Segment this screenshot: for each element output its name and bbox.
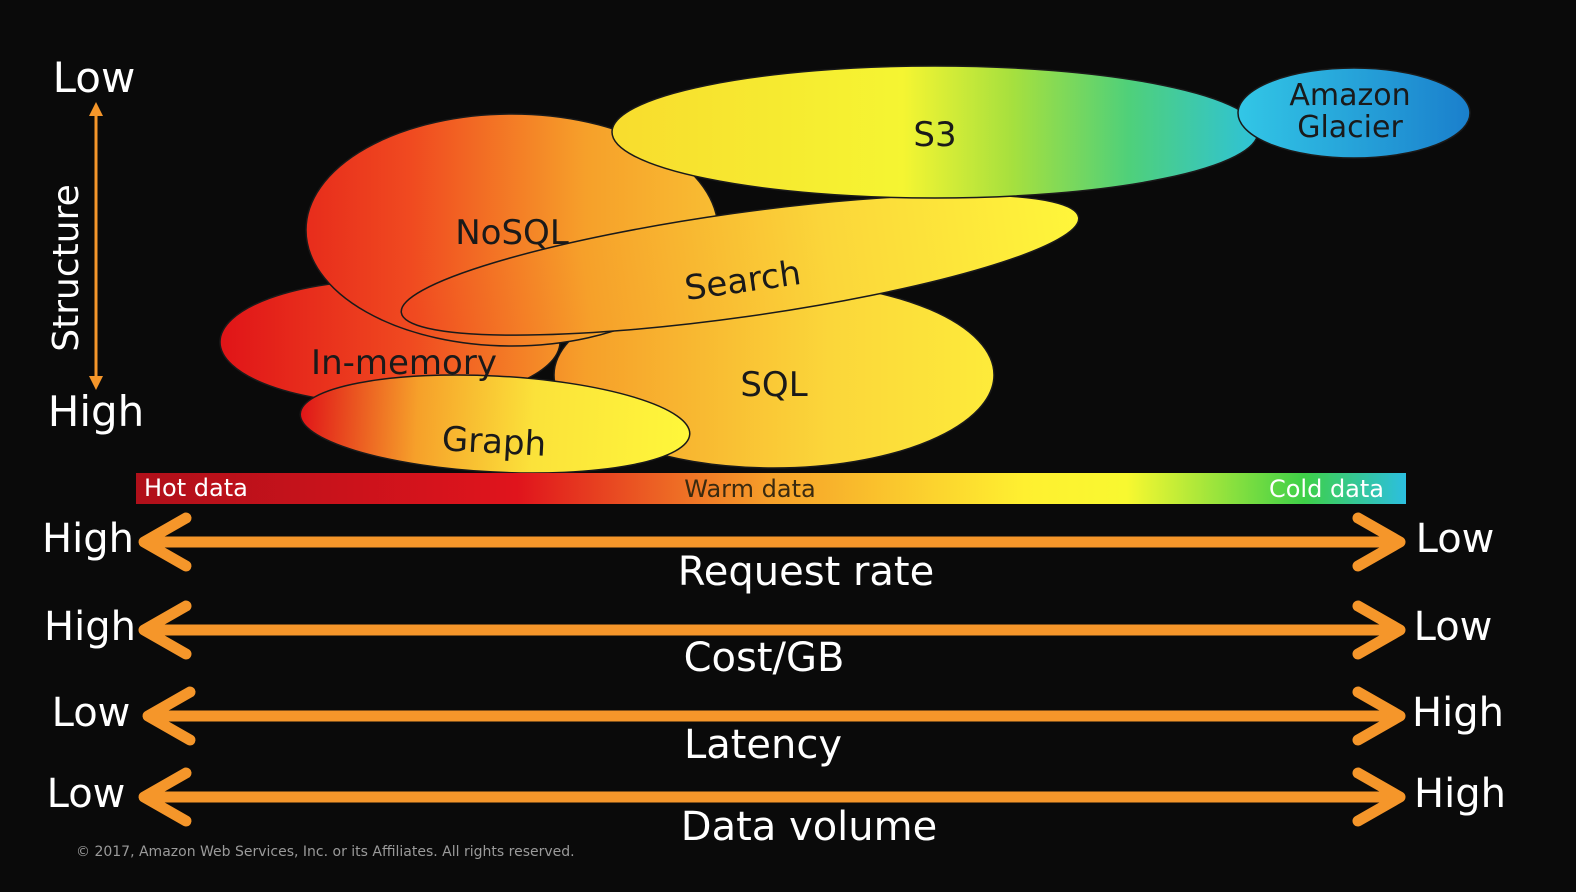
request-rate-arrowhead-left [138,512,192,572]
data-volume-arrowhead-left [138,767,192,827]
search-bubble [400,194,1080,336]
data-volume-arrowhead-right [1352,767,1406,827]
scale-data-volume: Low High Data volume [47,767,1506,850]
data-volume-right-label: High [1414,771,1506,817]
latency-right-label: High [1412,690,1504,736]
request-rate-arrowhead-right [1352,512,1406,572]
cost-arrowhead-right [1352,600,1406,660]
cost-right-label: Low [1414,604,1493,650]
cost-arrowhead-left [138,600,192,660]
glacier-bubble [1237,67,1471,159]
data-volume-left-label: Low [47,771,126,817]
structure-high-label: High [48,387,145,436]
latency-title: Latency [684,722,842,768]
data-volume-title: Data volume [681,804,937,850]
latency-left-label: Low [52,690,131,736]
copyright-notice: © 2017, Amazon Web Services, Inc. or its… [76,844,575,860]
request-rate-left-label: High [42,516,134,562]
graph-bubble [299,374,691,474]
cost-left-label: High [44,604,136,650]
temperature-bar: Hot data Warm data Cold data [136,473,1406,504]
sql-label: SQL [740,365,807,405]
storage-bubbles: NoSQL S3 Amazon Glacier Search In-memory… [219,65,1471,474]
scale-request-rate: High Low Request rate [42,512,1495,595]
structure-low-label: Low [53,53,136,102]
structure-axis-title: Structure [46,184,87,351]
structure-arrowhead-up [89,102,103,116]
latency-arrowhead-right [1352,686,1406,746]
warm-data-label: Warm data [684,475,815,503]
temperature-gradient [136,473,1406,504]
cold-data-label: Cold data [1269,475,1384,503]
scale-latency: Low High Latency [52,686,1504,768]
latency-arrowhead-left [142,686,196,746]
in-memory-label: In-memory [311,343,497,383]
s3-label: S3 [913,115,956,155]
glacier-label-line1: Amazon [1289,78,1410,113]
request-rate-title: Request rate [678,549,934,595]
glacier-label-line2: Glacier [1297,110,1403,145]
structure-axis: Low Structure High [46,53,144,436]
nosql-label: NoSQL [455,213,569,253]
hot-data-label: Hot data [144,474,248,502]
scale-cost-per-gb: High Low Cost/GB [44,600,1493,681]
graph-label: Graph [441,419,547,464]
cost-title: Cost/GB [684,635,845,681]
structure-arrowhead-down [89,376,103,390]
request-rate-right-label: Low [1416,516,1495,562]
